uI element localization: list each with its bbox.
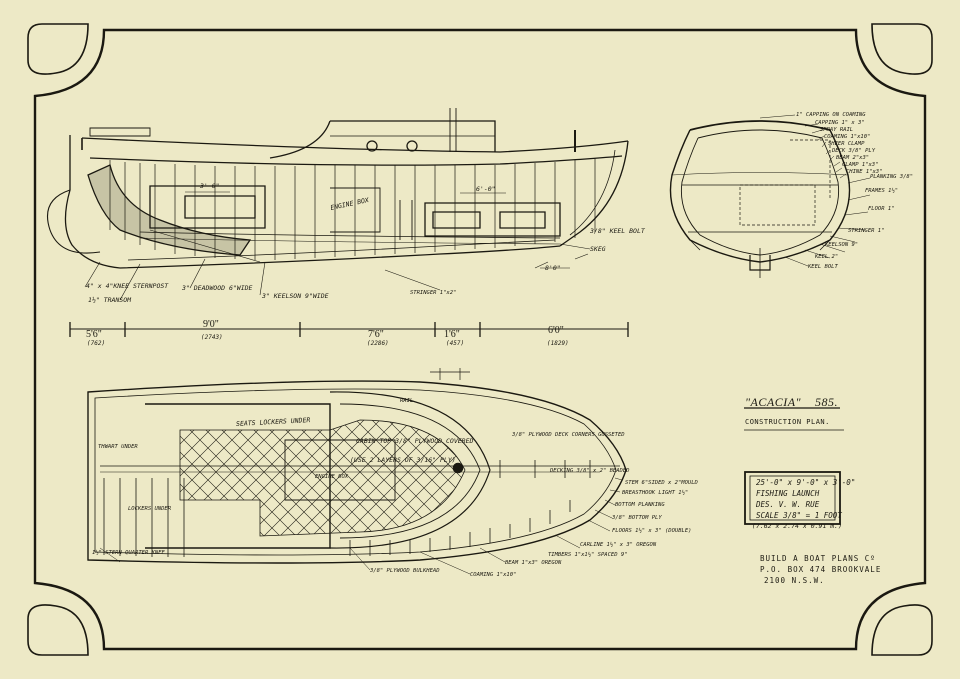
label-dim-b: 6'-0" [476,185,496,193]
section-label: KEEL 2" [815,254,839,260]
corner-ornament-bottom-right [871,604,933,656]
plan-label-timbers: TIMBERS 1"x1½" SPACED 9" [548,552,628,558]
plan-label-cabin-deck: 3/8" PLYWOOD DECK CORNERS GUSSETED [512,432,625,438]
section-label: CLAMP 1"x3" [842,162,879,168]
dimension-label: 6'0" [548,325,564,336]
label-stern-post: 4" x 4"KNEE STERNPOST [86,282,169,290]
plan-label-bottom-ply: 3/8" BOTTOM PLY [612,515,662,521]
plan-label-decking: DECKING 3/8" x 2" BEADED [550,468,630,474]
section-label: KEELSON 9" [825,242,859,248]
section-label: STRINGER 1" [848,228,885,234]
address-line-1: BUILD A BOAT PLANS Cº [760,554,876,563]
label-deadwood: 3" DEADWOOD 6"WIDE [182,284,253,292]
drawing-number: 585. [815,395,838,409]
plan-label-cabin-note: (USE 2 LAYERS OF 3/16" PLY) [350,456,456,464]
spec-designer: DES. V. W. RUE [756,500,820,509]
section-label: DECK 3/8" PLY [832,148,876,154]
section-label: KEEL BOLT [808,264,838,270]
dimension-metric: (762) [87,340,106,347]
plan-label-cabin-top: CABIN TOP 3/8" PLYWOOD COVERED [356,437,474,445]
plan-label-lockers: LOCKERS UNDER [128,506,172,512]
plan-label-bulkhead: 3/8" PLYWOOD BULKHEAD [370,568,440,574]
address-block: BUILD A BOAT PLANS Cº P.O. BOX 474 BROOK… [760,553,881,586]
corner-ornament-top-right [871,23,933,75]
plan-label-stem: STEM 6"SIDED x 2"MOULD [625,480,698,486]
section-view [669,114,871,278]
spec-scale: SCALE 3/8" = 1 FOOT [756,511,842,520]
plan-label-bottom-planking: BOTTOM PLANKING [615,502,665,508]
plan-label-quarter-knee: 1½" STERN QUARTER KNEE [92,550,165,556]
plan-label-coaming: COAMING 1"x10" [470,572,517,578]
dimension-label: 7'6" [368,329,384,340]
dimension-string [69,322,629,337]
corner-ornament-top-left [27,23,89,75]
address-line-3: 2100 N.S.W. [764,576,825,585]
spec-box: 25'-0" x 9'-0" x 3'-0" FISHING LAUNCH DE… [756,477,855,521]
dimension-label: 5'6" [86,329,102,340]
plan-label-beam: BEAM 1"x3" OREGON [505,560,562,566]
plan-label-thwart: THWART UNDER [98,444,138,450]
drawing-title: "ACACIA" [745,395,802,409]
label-dim-c: 8'0" [545,264,561,272]
section-label: FRAMES 1½" [865,188,899,194]
plan-label-carline: CARLINE 1½" x 3" OREGON [580,542,657,548]
section-label: COAMING 1"x10" [824,134,871,140]
label-skeg: SKEG [590,245,606,253]
dimension-metric: (457) [446,340,465,347]
dimension-metric: (2743) [201,334,223,341]
title-block [744,407,844,525]
profile-view [46,108,629,301]
plan-label-breasthook: BREASTHOOK LIGHT 1½" [622,490,689,496]
label-stringer: STRINGER 1"x2" [410,290,457,296]
spec-dimensions: 25'-0" x 9'-0" x 3'-0" [756,478,856,487]
label-dim-a: 3'-0" [200,182,220,190]
dimension-metric: (1829) [547,340,569,347]
plan-label-floors: FLOORS 1½" x 3" (DOUBLE) [612,528,692,534]
dimension-metric: (2286) [367,340,389,347]
section-label: FLOOR 1" [868,206,895,212]
section-label: CHINE 1"x3" [846,169,883,175]
label-keel-bolt: 3/8" KEEL BOLT [590,227,645,235]
plan-view [87,368,627,575]
plan-label-rail: RAIL [400,398,414,404]
section-label: CAPPING 1" x 3" [815,120,865,126]
section-label: PLANKING 3/8" [870,174,914,180]
plan-label-engine-box: ENGINE BOX [315,474,349,480]
section-label: SHEER CLAMP [828,141,865,147]
section-label: SPRAY RAIL [820,127,854,133]
drawing-subtitle: CONSTRUCTION PLAN. [745,418,830,426]
dimension-label: 1'6" [444,329,460,340]
section-label: 1" CAPPING ON COAMING [796,112,866,118]
label-keelson: 3" KEELSON 9"WIDE [262,292,329,300]
label-transom: 1½" TRANSOM [88,296,132,304]
border-frame [33,28,927,651]
dimension-label: 9'0" [203,319,219,330]
corner-ornament-bottom-left [27,604,89,656]
spec-type: FISHING LAUNCH [756,489,820,498]
address-line-2: P.O. BOX 474 BROOKVALE [760,565,882,574]
spec-metric: (7.62 x 2.74 x 0.91 m.) [752,522,843,530]
section-label: BEAM 2"x3" [836,155,870,161]
